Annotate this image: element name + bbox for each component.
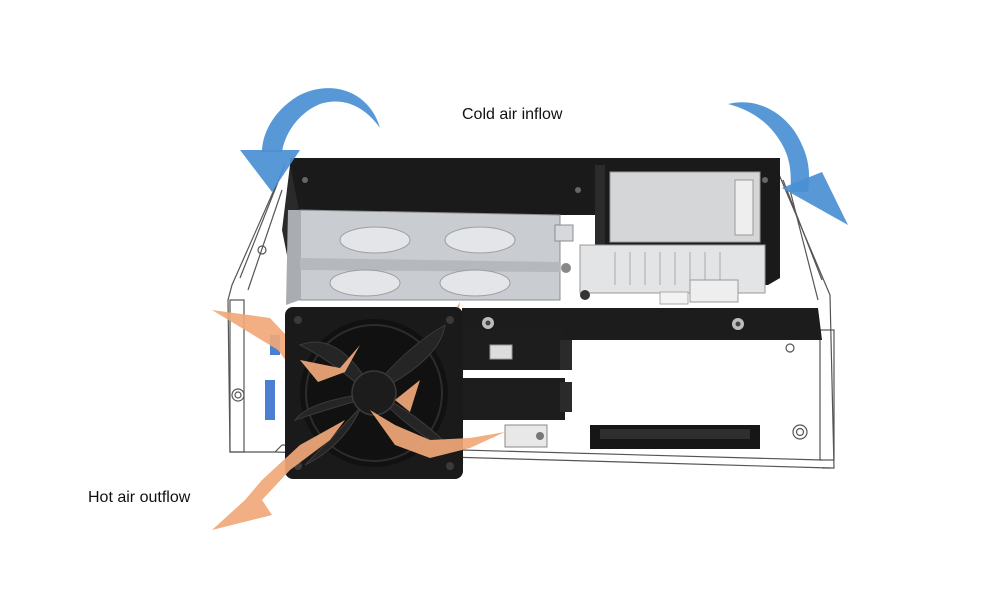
hot-air-outflow-label: Hot air outflow (88, 489, 191, 506)
cold-air-inflow-label: Cold air inflow (462, 106, 563, 123)
airflow-arrow-icon (212, 345, 505, 530)
drive-cage (265, 209, 574, 420)
pcb-board (579, 171, 766, 305)
curved-arrow-icon (728, 102, 848, 225)
sata-connector (590, 425, 760, 449)
curved-arrow-icon (240, 88, 380, 192)
